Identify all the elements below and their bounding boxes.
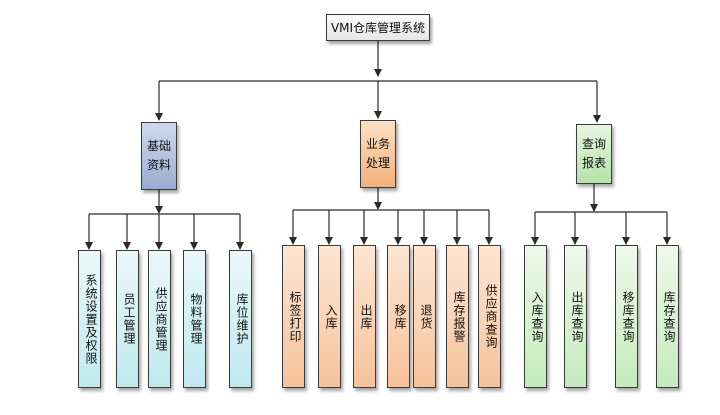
leaf-transfer-query: 移库查询: [615, 245, 638, 388]
leaf-location-maintenance: 库位维护: [229, 250, 252, 388]
root-node-vmi-system: VMI仓库管理系统: [326, 14, 430, 41]
leaf-employee-management: 员工管理: [116, 250, 139, 388]
leaf-label-printing: 标签打印: [282, 245, 305, 388]
category-node-reports: 查询报表: [576, 124, 612, 184]
leaf-outbound: 出库: [353, 245, 376, 388]
leaf-supplier-management: 供应商管理: [148, 250, 171, 388]
leaf-inbound: 入库: [318, 245, 341, 388]
leaf-outbound-query: 出库查询: [564, 245, 587, 388]
category-node-business: 业务处理: [360, 120, 396, 188]
leaf-transfer: 移库: [387, 245, 410, 388]
leaf-material-management: 物料管理: [183, 250, 206, 388]
leaf-inbound-query: 入库查询: [524, 245, 547, 388]
leaf-return: 退货: [413, 245, 436, 388]
leaf-stock-query: 库存查询: [656, 245, 679, 388]
leaf-supplier-query: 供应商查询: [478, 245, 501, 388]
leaf-stock-alert: 库存报警: [446, 245, 469, 388]
category-node-basic-data: 基础资料: [141, 122, 177, 190]
leaf-system-settings: 系统设置及权限: [78, 250, 101, 388]
